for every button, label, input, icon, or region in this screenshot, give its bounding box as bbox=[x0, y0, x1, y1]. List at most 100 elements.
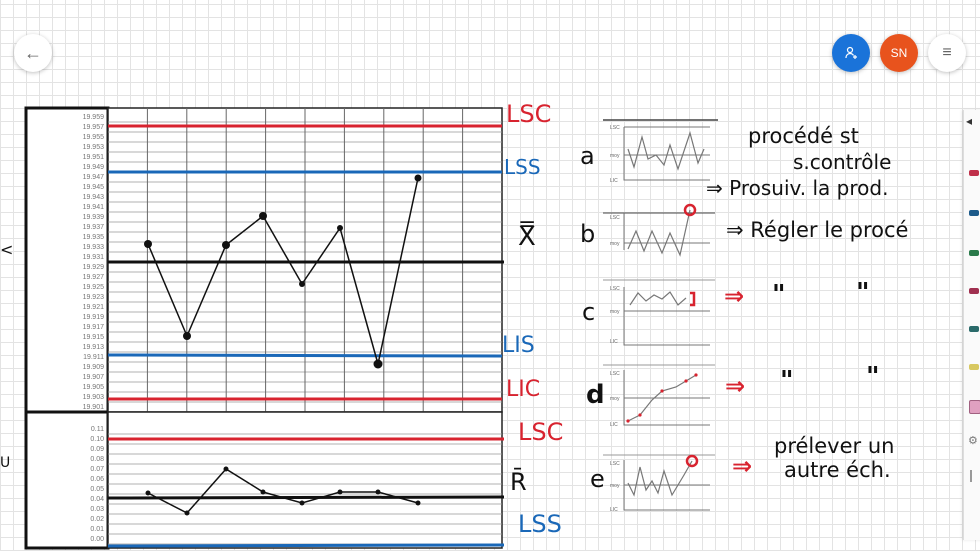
svg-text:LIC: LIC bbox=[610, 507, 618, 513]
case-d-arrow: ⇒ bbox=[725, 372, 746, 400]
svg-text:0.10: 0.10 bbox=[90, 436, 104, 443]
menu-button[interactable]: ≡ bbox=[928, 34, 966, 72]
back-button[interactable]: ← bbox=[14, 34, 52, 72]
share-button[interactable] bbox=[832, 34, 870, 72]
svg-text:19.927: 19.927 bbox=[83, 274, 105, 281]
control-chart: 19.959 19.957 19.955 19.953 19.951 19.949 19.9… bbox=[24, 106, 504, 550]
highlighter-tool[interactable] bbox=[969, 364, 979, 370]
svg-text:19.919: 19.919 bbox=[83, 314, 105, 321]
svg-text:19.913: 19.913 bbox=[83, 344, 105, 351]
svg-text:19.901: 19.901 bbox=[83, 404, 105, 411]
svg-text:19.907: 19.907 bbox=[83, 374, 105, 381]
svg-text:0.00: 0.00 bbox=[90, 536, 104, 543]
svg-text:19.931: 19.931 bbox=[83, 254, 105, 261]
case-letter-a: a bbox=[580, 142, 595, 170]
svg-text:0.02: 0.02 bbox=[90, 516, 104, 523]
svg-text:0.01: 0.01 bbox=[90, 526, 104, 533]
svg-text:LSC: LSC bbox=[610, 286, 620, 292]
svg-text:19.949: 19.949 bbox=[83, 164, 105, 171]
svg-text:moy: moy bbox=[610, 153, 620, 159]
svg-text:moy: moy bbox=[610, 241, 620, 247]
svg-text:19.929: 19.929 bbox=[83, 264, 105, 271]
case-b-note: ⇒ Régler le procé bbox=[726, 218, 909, 242]
svg-text:19.915: 19.915 bbox=[83, 334, 105, 341]
eraser-tool[interactable] bbox=[969, 400, 980, 414]
avatar-initials: SN bbox=[890, 46, 908, 60]
svg-text:LIC: LIC bbox=[610, 178, 618, 184]
svg-text:0.03: 0.03 bbox=[90, 506, 104, 513]
svg-text:19.917: 19.917 bbox=[83, 324, 105, 331]
pen-tool-dark-red[interactable] bbox=[969, 288, 979, 294]
svg-text:19.933: 19.933 bbox=[83, 244, 105, 251]
edge-mark: < bbox=[0, 240, 14, 259]
svg-text:LSC: LSC bbox=[610, 125, 620, 131]
hamburger-menu-icon: ≡ bbox=[942, 44, 952, 61]
case-d-ditto-1: " bbox=[780, 366, 794, 396]
lis-line bbox=[107, 353, 503, 358]
svg-text:19.905: 19.905 bbox=[83, 384, 105, 391]
pen-tool-teal[interactable] bbox=[969, 326, 979, 332]
svg-text:19.951: 19.951 bbox=[83, 154, 105, 161]
case-a-note-3: ⇒ Prosuiv. la prod. bbox=[706, 176, 889, 200]
svg-text:19.943: 19.943 bbox=[83, 194, 105, 201]
label-lic: LIC bbox=[506, 377, 541, 402]
case-d-ditto-2: " bbox=[866, 362, 880, 392]
label-r-lsc: LSC bbox=[518, 418, 564, 446]
svg-text:19.921: 19.921 bbox=[83, 304, 105, 311]
user-avatar[interactable]: SN bbox=[880, 34, 918, 72]
svg-text:0.11: 0.11 bbox=[91, 426, 104, 433]
svg-text:19.937: 19.937 bbox=[83, 224, 105, 231]
pen-tool-green[interactable] bbox=[969, 250, 979, 256]
case-c-ditto-1: " bbox=[772, 280, 786, 310]
svg-text:moy: moy bbox=[610, 483, 620, 489]
svg-text:0.09: 0.09 bbox=[90, 446, 104, 453]
case-e-note-1: prélever un bbox=[774, 434, 895, 458]
label-r-lss: LSS bbox=[518, 510, 562, 538]
case-letter-e: e bbox=[590, 465, 605, 493]
svg-text:moy: moy bbox=[610, 396, 620, 402]
svg-text:19.953: 19.953 bbox=[83, 144, 105, 151]
pen-toolbar: ◂ ⚙ bbox=[963, 110, 980, 540]
svg-text:19.947: 19.947 bbox=[83, 174, 105, 181]
svg-text:19.903: 19.903 bbox=[83, 394, 105, 401]
pen-tool-blue[interactable] bbox=[969, 210, 979, 216]
rbar-line bbox=[107, 495, 504, 500]
pen-tool-red[interactable] bbox=[969, 170, 979, 176]
lasso-icon[interactable]: ⚙ bbox=[968, 435, 978, 447]
svg-text:moy: moy bbox=[610, 309, 620, 315]
label-lsc: LSC bbox=[506, 100, 552, 128]
svg-text:LSC: LSC bbox=[610, 461, 620, 467]
svg-text:19.909: 19.909 bbox=[83, 364, 105, 371]
svg-text:LSC: LSC bbox=[610, 371, 620, 377]
svg-text:19.957: 19.957 bbox=[83, 124, 105, 131]
svg-text:19.945: 19.945 bbox=[83, 184, 105, 191]
svg-text:19.925: 19.925 bbox=[83, 284, 105, 291]
case-letter-b: b bbox=[580, 220, 596, 248]
svg-text:LIC: LIC bbox=[610, 339, 618, 345]
case-c-arrow: ⇒ bbox=[724, 282, 745, 310]
ruler-icon[interactable] bbox=[970, 470, 972, 482]
case-a-note-2: s.contrôle bbox=[793, 150, 892, 174]
case-e-note-2: autre éch. bbox=[784, 458, 891, 482]
add-person-icon bbox=[845, 46, 857, 59]
svg-text:LIC: LIC bbox=[610, 422, 618, 428]
svg-text:0.06: 0.06 bbox=[90, 476, 104, 483]
svg-text:0.07: 0.07 bbox=[90, 466, 104, 473]
r-lss-line bbox=[107, 543, 504, 548]
svg-text:19.911: 19.911 bbox=[83, 354, 104, 361]
edge-mark: U bbox=[0, 455, 11, 471]
svg-text:19.939: 19.939 bbox=[83, 214, 105, 221]
svg-text:19.923: 19.923 bbox=[83, 294, 105, 301]
toolbar-collapse-icon[interactable]: ◂ bbox=[966, 114, 973, 128]
svg-text:19.959: 19.959 bbox=[83, 114, 105, 121]
case-letter-d: d bbox=[586, 380, 605, 410]
arrow-left-icon: ← bbox=[24, 42, 42, 63]
svg-text:19.955: 19.955 bbox=[83, 134, 105, 141]
label-xbarbar: X̿ bbox=[518, 222, 536, 252]
label-lss: LSS bbox=[504, 155, 541, 179]
case-e-arrow: ⇒ bbox=[732, 452, 753, 480]
case-letter-c: c bbox=[582, 298, 596, 326]
label-rbar: R̄ bbox=[510, 468, 527, 496]
case-c-ditto-2: " bbox=[856, 278, 870, 308]
